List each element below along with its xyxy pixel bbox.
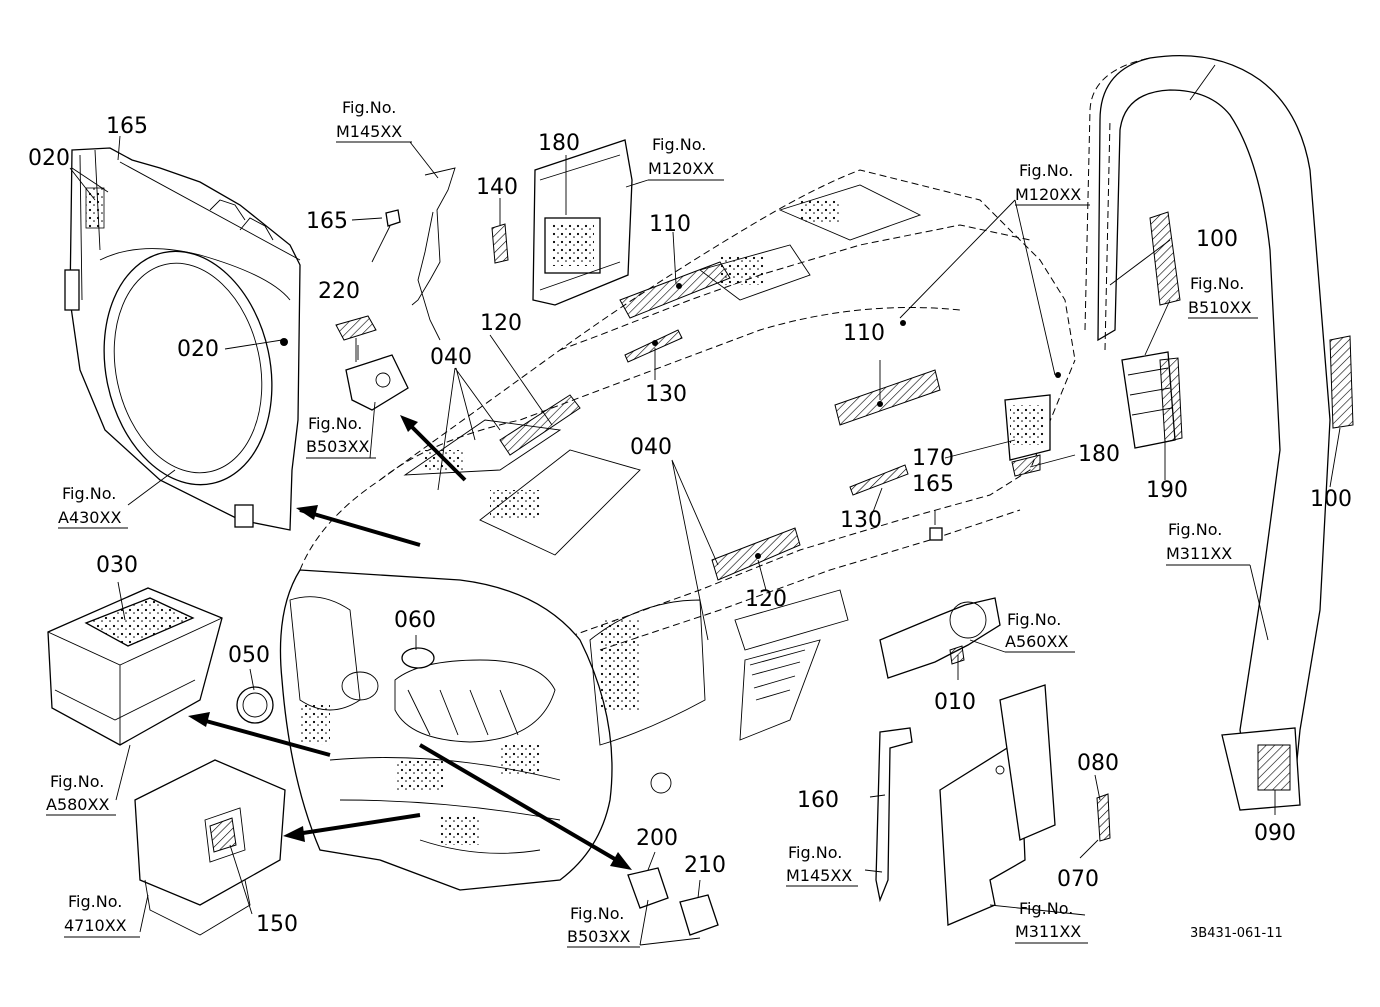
starter-motor bbox=[879, 597, 1001, 679]
callout-140: 140 bbox=[476, 175, 518, 200]
fig-ref-11: Fig.No. 4710XX bbox=[64, 892, 140, 938]
fig-ref-13-code: M311XX bbox=[1015, 922, 1081, 941]
fig-ref-11-code: 4710XX bbox=[64, 916, 127, 935]
callout-030: 030 bbox=[96, 553, 138, 578]
fig-ref-3: Fig.No. M120XX bbox=[1015, 161, 1090, 206]
callout-050: 050 bbox=[228, 643, 270, 668]
fig-ref-7-code: M311XX bbox=[1166, 544, 1232, 563]
callout-130b: 130 bbox=[840, 508, 882, 533]
callout-060: 060 bbox=[394, 608, 436, 633]
callout-100a: 100 bbox=[1196, 227, 1238, 252]
relays bbox=[627, 867, 719, 936]
fig-ref-5-prefix: Fig.No. bbox=[308, 414, 362, 433]
assembly-arrows bbox=[188, 415, 632, 870]
switch-220 bbox=[335, 315, 409, 411]
figure-references: Fig.No. M145XX Fig.No. M120XX Fig.No. M1… bbox=[46, 98, 1258, 948]
callout-080: 080 bbox=[1077, 751, 1119, 776]
fig-ref-8-prefix: Fig.No. bbox=[1007, 610, 1061, 629]
fig-ref-11-prefix: Fig.No. bbox=[68, 892, 122, 911]
fig-ref-3-prefix: Fig.No. bbox=[1019, 161, 1073, 180]
callout-165b: 165 bbox=[306, 209, 348, 234]
callout-070: 070 bbox=[1057, 867, 1099, 892]
callout-110a: 110 bbox=[649, 212, 691, 237]
battery bbox=[47, 587, 223, 746]
callout-165c: 165 bbox=[912, 472, 954, 497]
bracket-bottom bbox=[875, 727, 913, 903]
bracket-top bbox=[371, 167, 456, 341]
callout-020b: 020 bbox=[177, 337, 219, 362]
fig-ref-12: Fig.No. B503XX bbox=[567, 904, 640, 948]
fig-ref-13-prefix: Fig.No. bbox=[1019, 899, 1073, 918]
switch-190 bbox=[1121, 351, 1183, 449]
fig-ref-8-code: A560XX bbox=[1005, 632, 1068, 651]
battery-bracket bbox=[134, 759, 286, 936]
callout-120b: 120 bbox=[745, 587, 787, 612]
callout-090: 090 bbox=[1254, 821, 1296, 846]
fig-ref-1: Fig.No. M145XX bbox=[336, 98, 412, 143]
mount-plate bbox=[939, 684, 1111, 926]
fig-ref-4-prefix: Fig.No. bbox=[1190, 274, 1244, 293]
callout-180b: 180 bbox=[1078, 442, 1120, 467]
fig-ref-6-prefix: Fig.No. bbox=[62, 484, 116, 503]
leader-lines bbox=[69, 135, 1341, 946]
fig-ref-2-code: M120XX bbox=[648, 159, 714, 178]
sheet-id: 3B431-061-11 bbox=[1190, 926, 1283, 941]
callout-160: 160 bbox=[797, 788, 839, 813]
rops-frame bbox=[1084, 55, 1354, 811]
callout-130a: 130 bbox=[645, 382, 687, 407]
callout-190: 190 bbox=[1146, 478, 1188, 503]
callout-150: 150 bbox=[256, 912, 298, 937]
fig-ref-5: Fig.No. B503XX bbox=[306, 414, 376, 459]
callout-010: 010 bbox=[934, 690, 976, 715]
callout-170: 170 bbox=[912, 446, 954, 471]
fig-ref-9-code: A580XX bbox=[46, 795, 109, 814]
fig-ref-7: Fig.No. M311XX bbox=[1166, 520, 1250, 566]
callout-040b: 040 bbox=[630, 435, 672, 460]
callout-110b: 110 bbox=[843, 321, 885, 346]
fig-ref-9-prefix: Fig.No. bbox=[50, 772, 104, 791]
fig-ref-6-code: A430XX bbox=[58, 508, 121, 527]
fig-ref-1-code: M145XX bbox=[336, 122, 402, 141]
fig-ref-4-code: B510XX bbox=[1188, 298, 1251, 317]
fig-ref-13: Fig.No. M311XX bbox=[1015, 899, 1088, 944]
fig-ref-8: Fig.No. A560XX bbox=[1005, 610, 1075, 653]
callout-200: 200 bbox=[636, 826, 678, 851]
callout-labels: 165 020 020 165 220 040 120 130 180 140 … bbox=[28, 114, 1352, 937]
fig-ref-5-code: B503XX bbox=[306, 437, 369, 456]
callout-120a: 120 bbox=[480, 311, 522, 336]
callout-210: 210 bbox=[684, 853, 726, 878]
fig-ref-6: Fig.No. A430XX bbox=[58, 484, 128, 529]
radiator-shroud bbox=[64, 147, 301, 531]
fig-ref-10-prefix: Fig.No. bbox=[788, 843, 842, 862]
fig-ref-10-code: M145XX bbox=[786, 866, 852, 885]
fig-ref-12-prefix: Fig.No. bbox=[570, 904, 624, 923]
callout-220: 220 bbox=[318, 279, 360, 304]
fig-ref-7-prefix: Fig.No. bbox=[1168, 520, 1222, 539]
fig-ref-9: Fig.No. A580XX bbox=[46, 772, 116, 816]
callout-165a: 165 bbox=[106, 114, 148, 139]
fig-ref-2: Fig.No. M120XX bbox=[648, 135, 724, 181]
callout-100b: 100 bbox=[1310, 487, 1352, 512]
fig-ref-1-prefix: Fig.No. bbox=[342, 98, 396, 117]
fig-ref-12-code: B503XX bbox=[567, 927, 630, 946]
callout-040a: 040 bbox=[430, 345, 472, 370]
fig-ref-4: Fig.No. B510XX bbox=[1188, 274, 1258, 319]
callout-180a: 180 bbox=[538, 131, 580, 156]
upper-mount-plate bbox=[491, 139, 633, 306]
fig-ref-3-code: M120XX bbox=[1015, 185, 1081, 204]
fig-ref-2-prefix: Fig.No. bbox=[652, 135, 706, 154]
fig-ref-10: Fig.No. M145XX bbox=[786, 843, 858, 887]
callout-020a: 020 bbox=[28, 146, 70, 171]
